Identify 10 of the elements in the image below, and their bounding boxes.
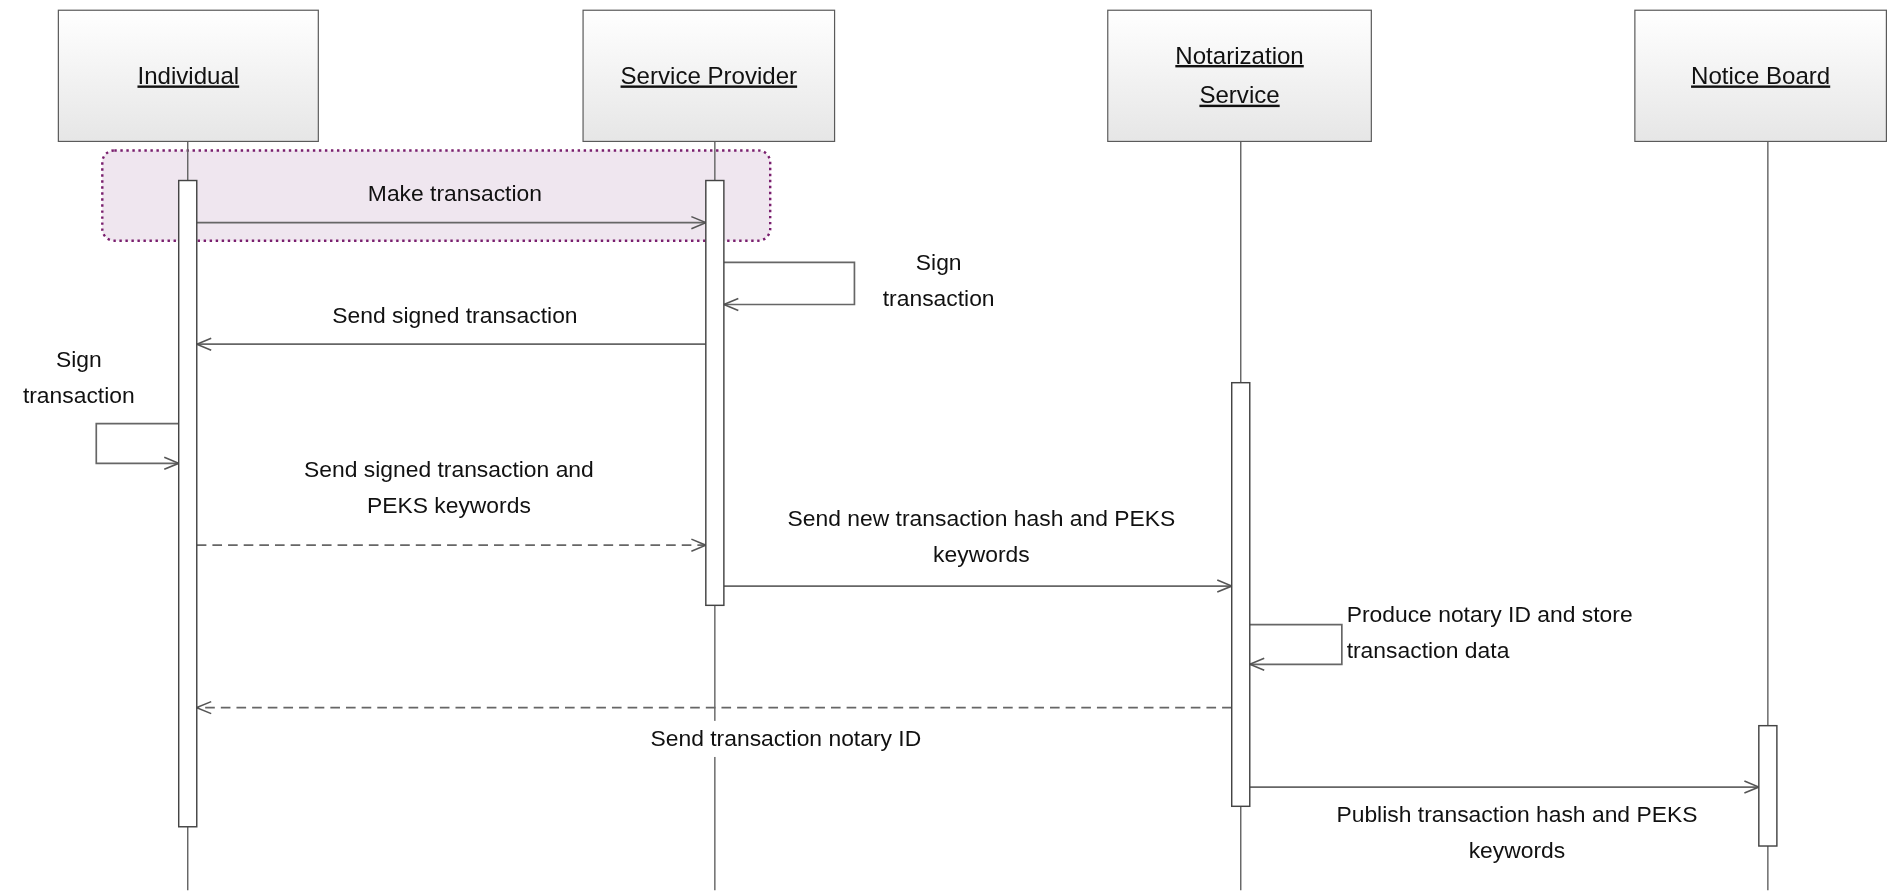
arrow	[723, 261, 856, 312]
edge-label: Make transaction	[366, 179, 543, 208]
participant-box: Service Provider	[582, 9, 836, 142]
activation-bar	[705, 179, 725, 607]
participant-box: Notice Board	[1634, 9, 1887, 142]
participant-box: Notarization Service	[1107, 9, 1372, 142]
participant-box: Individual	[57, 9, 319, 142]
activation-bar	[178, 179, 198, 828]
activation-bar	[1758, 724, 1778, 847]
activation-bar	[1231, 381, 1251, 807]
